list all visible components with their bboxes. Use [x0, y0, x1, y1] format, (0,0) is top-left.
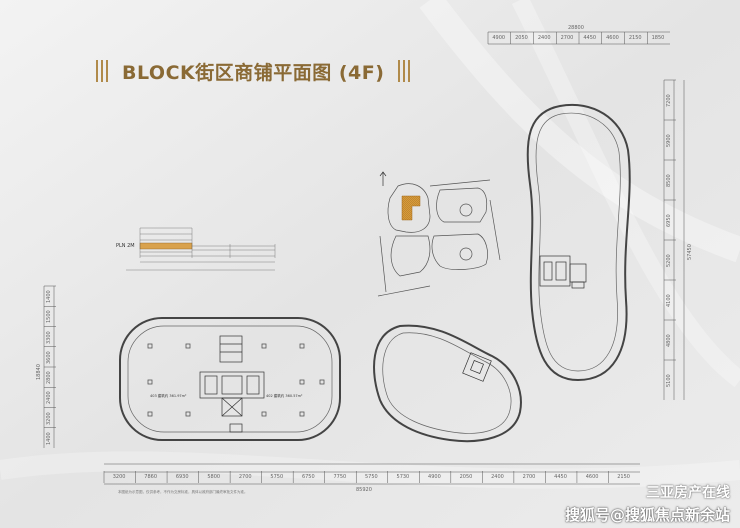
section-elevation: [126, 227, 276, 271]
dim-left-7: 1400: [46, 432, 52, 445]
dim-top-6: 2150: [628, 35, 642, 41]
dim-right-overall: 57450: [687, 244, 693, 260]
dim-right-6: 4800: [666, 334, 672, 347]
title-bar: BLOCK街区商铺平面图 (4F): [96, 56, 411, 86]
dim-top-2: 2400: [537, 35, 551, 41]
dim-bottom-6: 6750: [301, 474, 315, 480]
dim-bottom-12: 2400: [491, 474, 504, 480]
dim-left-1: 1500: [46, 310, 52, 324]
building-b-plan: [373, 324, 522, 443]
dim-bottom-4: 2700: [238, 474, 252, 480]
dim-bottom-16: 2150: [617, 474, 630, 480]
dim-top-0: 4900: [492, 35, 506, 41]
dim-right-0: 7200: [666, 94, 672, 107]
dim-top-1: 2050: [515, 35, 528, 41]
dim-left-5: 2400: [46, 391, 52, 405]
unit-label-402: 402 建筑约 360.57m²: [266, 394, 303, 398]
dim-right-7: 5100: [666, 374, 672, 387]
dim-top-overall: 28800: [568, 25, 584, 31]
building-a-core: [199, 335, 265, 433]
title-decoration-right: [398, 60, 411, 82]
building-b-core: [462, 352, 492, 382]
dim-bottom-5: 5750: [270, 474, 284, 480]
building-c-core: [539, 255, 587, 289]
key-site-plan: [377, 171, 501, 297]
dim-right-1: 5900: [666, 134, 672, 147]
dim-bottom-3: 5800: [207, 474, 221, 480]
dim-bottom-9: 5730: [396, 474, 410, 480]
dim-left-2: 3300: [46, 330, 52, 344]
dim-top-4: 4450: [583, 35, 597, 41]
dim-bottom-overall: 85920: [356, 487, 372, 493]
building-c-plan: [526, 103, 631, 382]
dim-right-2: 8500: [666, 174, 672, 187]
dim-bottom-11: 2050: [459, 474, 473, 480]
dim-top-7: 1850: [651, 35, 665, 41]
elevation-label: PLN 2M: [116, 243, 135, 249]
dim-bottom-10: 4900: [428, 474, 441, 480]
dim-bottom-7: 7750: [333, 474, 347, 480]
building-a-plan: [119, 317, 341, 441]
dimension-ticks: [44, 32, 676, 483]
dim-left-6: 3200: [46, 411, 52, 425]
unit-label-403: 403 建筑约 361.97m²: [150, 394, 187, 398]
dim-left-overall: 18840: [36, 364, 42, 380]
footnote: 本图纸为示意图，仅供参考，不作为交房标准，具体以政府部门最终审批文件为准。: [118, 490, 248, 494]
dim-top-5: 4600: [606, 35, 619, 41]
dim-bottom-1: 7860: [144, 474, 158, 480]
title-decoration-left: [96, 60, 108, 82]
dim-bottom-14: 4450: [554, 474, 567, 480]
page-title: BLOCK街区商铺平面图 (4F): [122, 61, 385, 84]
watermark: 三亚房产在线 搜狐号@搜狐焦点新余站: [565, 482, 730, 525]
dim-top-3: 2700: [560, 35, 574, 41]
dim-left-0: 1400: [46, 290, 52, 304]
dim-right-5: 4100: [666, 294, 672, 307]
watermark-line1: 三亚房产在线: [646, 485, 730, 501]
dim-bottom-8: 5750: [365, 474, 378, 480]
dim-bottom-13: 2700: [522, 474, 536, 480]
dim-right-4: 5200: [666, 254, 672, 267]
dim-bottom-2: 6930: [175, 474, 189, 480]
watermark-line2: 搜狐号@搜狐焦点新余站: [564, 506, 730, 524]
dim-bottom-0: 3200: [112, 474, 126, 480]
dim-left-4: 2800: [46, 371, 52, 385]
dim-right-3: 6950: [666, 214, 672, 227]
dim-left-3: 3600: [46, 351, 52, 364]
dim-bottom-15: 4600: [585, 474, 599, 480]
